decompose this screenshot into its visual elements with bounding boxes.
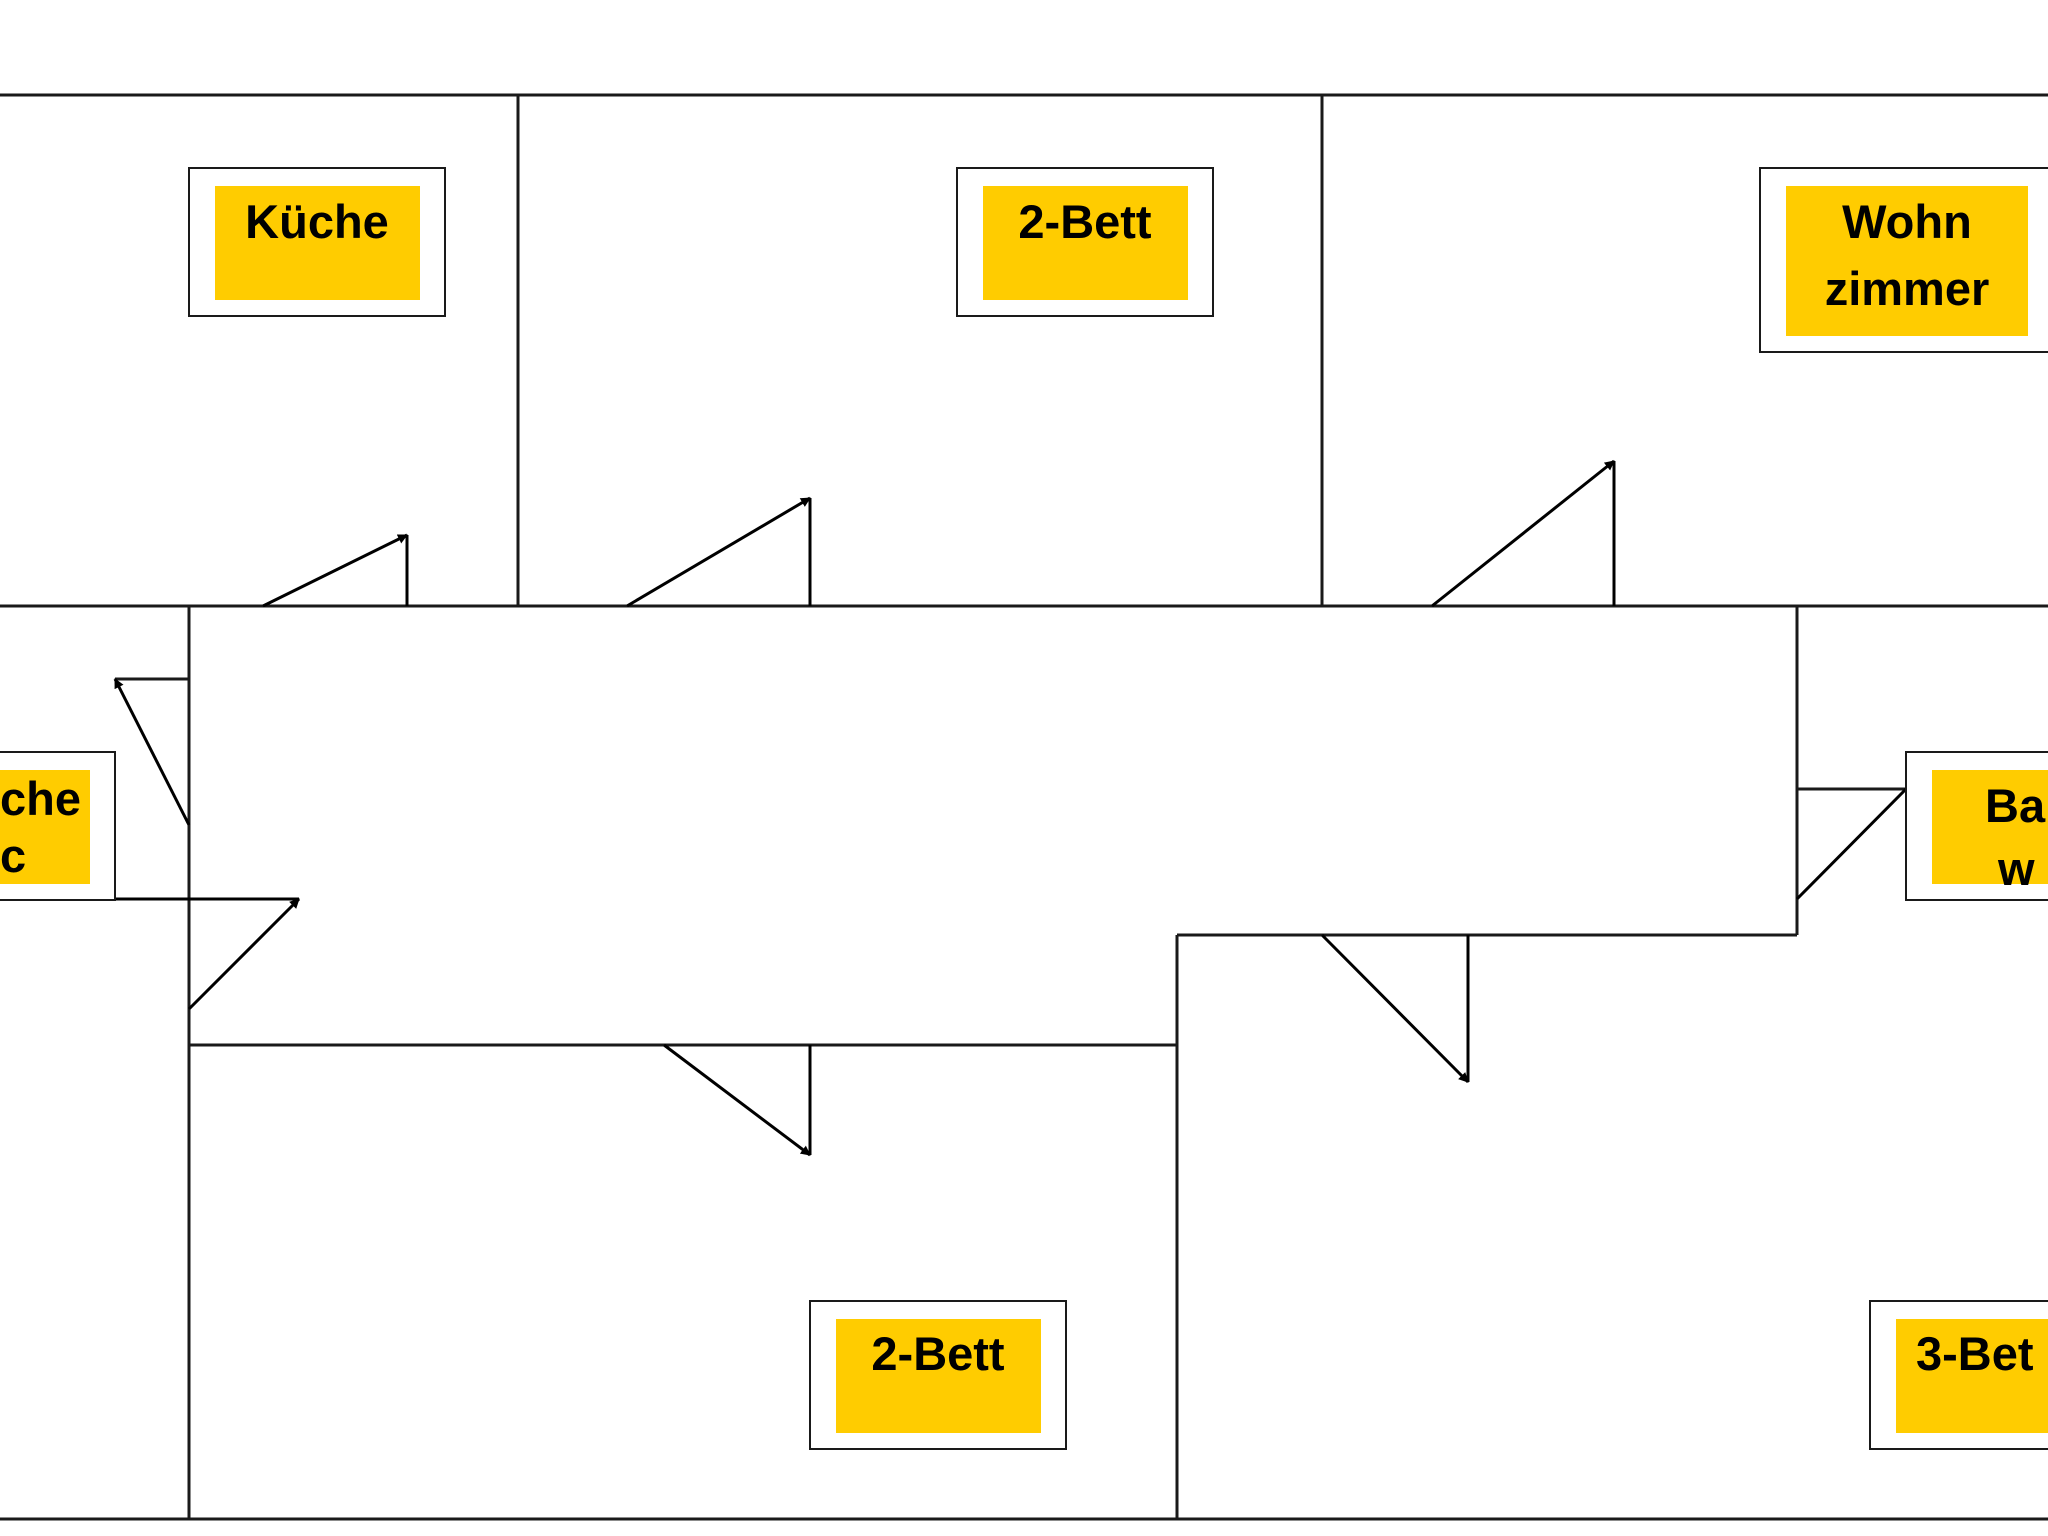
room-labels: Küche 2-Bett Wohn zimmer che c Ba w — [0, 167, 2048, 1450]
label-wohnzimmer: Wohn zimmer — [1759, 167, 2048, 353]
label-dusche-wc: che c — [0, 751, 116, 901]
door-dusche — [113, 678, 191, 826]
room-name-line1: Ba — [1985, 779, 2046, 832]
door-wohn — [1431, 459, 1616, 608]
label-bett-top: 2-Bett — [956, 167, 1214, 317]
room-name: Küche — [245, 195, 389, 248]
door-bett3 — [1320, 933, 1470, 1084]
door-hall-left — [115, 897, 301, 1011]
room-name-line2: zimmer — [1825, 262, 1990, 315]
label-kueche: Küche — [188, 167, 446, 317]
label-fill — [0, 770, 90, 884]
room-name-line2: w — [1997, 842, 2035, 895]
room-name-line1: Wohn — [1842, 195, 1972, 248]
room-name: 2-Bett — [1018, 195, 1152, 248]
doors — [113, 459, 1908, 1157]
room-name-line1: che — [0, 772, 81, 825]
label-bett3: 3-Bet — [1869, 1300, 2048, 1450]
door-bett-top — [626, 496, 812, 608]
door-bad — [1795, 787, 1908, 901]
label-fill — [1786, 186, 2028, 336]
door-bett-bottom — [663, 1043, 812, 1157]
label-fill — [983, 186, 1188, 300]
room-name: 2-Bett — [871, 1327, 1005, 1380]
door-kueche — [262, 533, 409, 608]
label-fill — [215, 186, 420, 300]
label-bad-wc: Ba w — [1905, 751, 2048, 901]
room-name: 3-Bet — [1916, 1327, 2034, 1380]
room-name-line2: c — [0, 829, 26, 882]
label-fill — [836, 1319, 1041, 1433]
label-fill — [1932, 770, 2048, 884]
label-bett-bottom: 2-Bett — [809, 1300, 1067, 1450]
label-fill — [1896, 1319, 2048, 1433]
